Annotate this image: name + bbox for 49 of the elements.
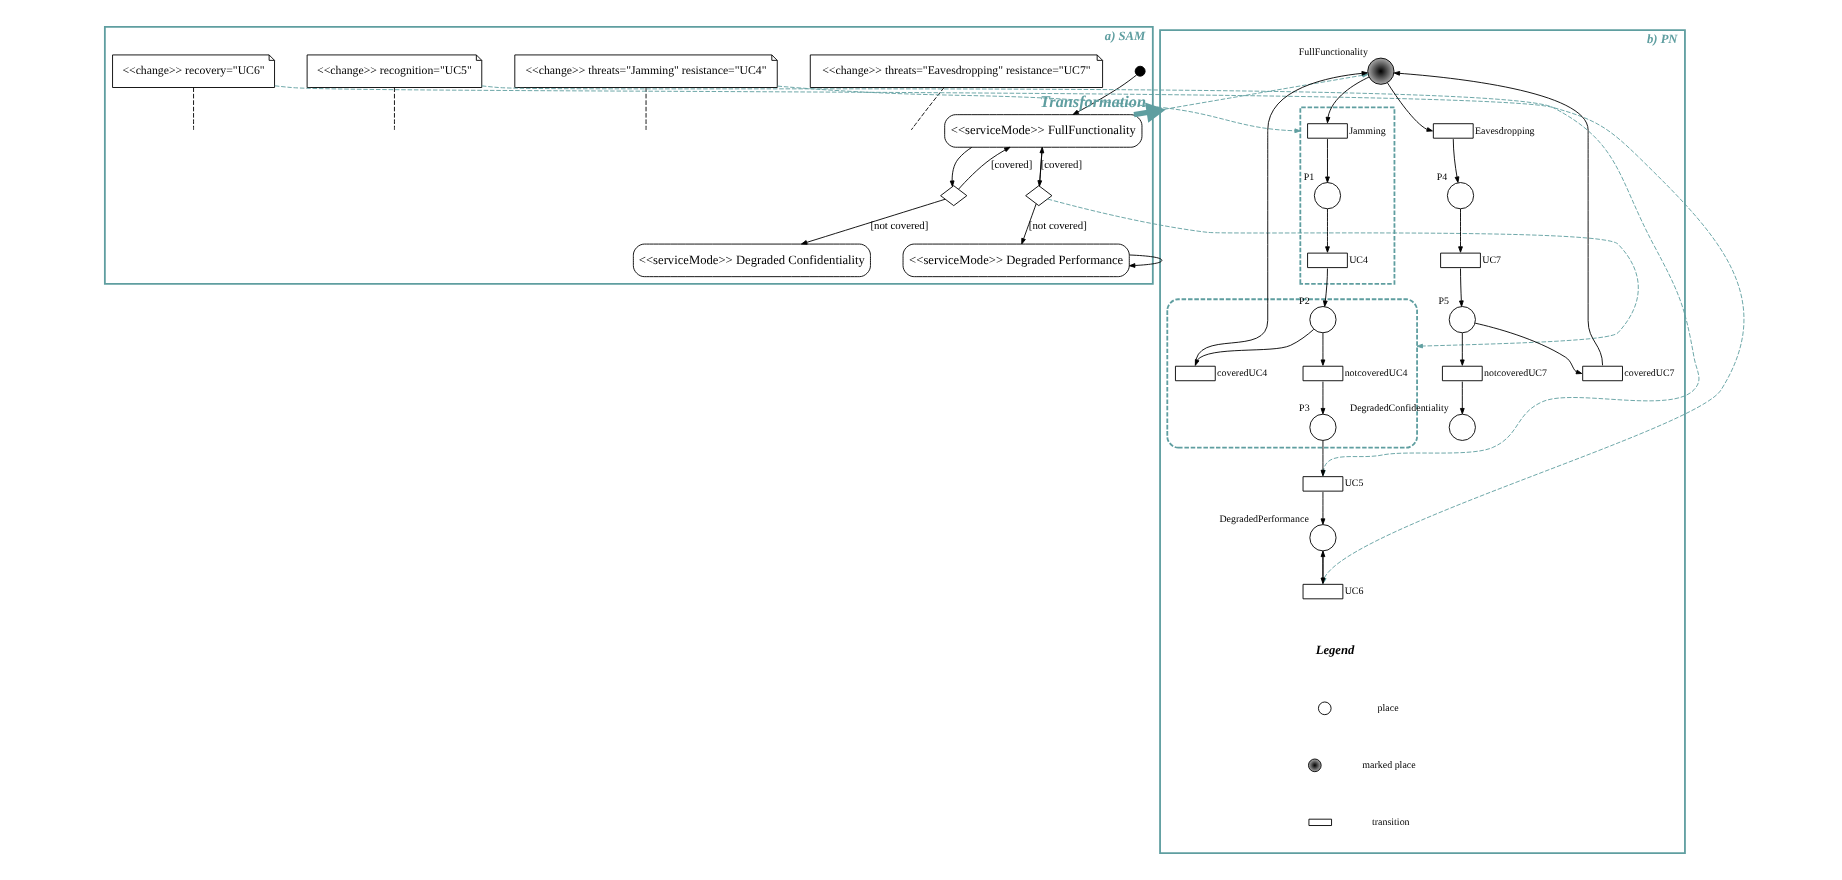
arrow — [1129, 254, 1163, 268]
node-bar — [1302, 476, 1344, 492]
node-bar — [1440, 252, 1481, 269]
arrow — [1458, 208, 1463, 253]
node-bar — [1175, 365, 1216, 382]
node-bar — [1302, 365, 1344, 382]
connector — [910, 87, 945, 131]
arrow — [1459, 268, 1464, 307]
node-bar — [1302, 583, 1344, 600]
arrow — [1021, 203, 1037, 245]
connector — [645, 87, 647, 131]
node-circle — [1448, 413, 1476, 441]
arrow — [1325, 138, 1330, 183]
arrow — [777, 85, 1301, 134]
node-bar — [1441, 365, 1483, 382]
arrow — [1325, 208, 1330, 253]
node-circle — [1313, 182, 1342, 210]
arrow — [1194, 328, 1315, 366]
arrow — [1393, 71, 1604, 366]
node-circle — [1446, 182, 1475, 210]
arrow — [1320, 491, 1326, 525]
node-circle — [1448, 306, 1476, 334]
node-diamond — [1025, 185, 1053, 207]
arrow — [1474, 322, 1583, 375]
node-circle — [1309, 306, 1337, 334]
arrow — [1047, 198, 1639, 349]
node-bar — [1307, 123, 1348, 139]
node-bar — [1582, 365, 1623, 382]
node-circle — [1309, 413, 1337, 441]
arrow — [1320, 332, 1326, 366]
node-diamond — [940, 185, 968, 207]
node-bar — [1307, 252, 1348, 269]
arrow — [1325, 76, 1370, 124]
cluster — [1299, 106, 1396, 285]
arrow — [1459, 381, 1465, 415]
arrow — [1320, 381, 1326, 415]
arrow — [1387, 82, 1433, 132]
arrow — [1459, 332, 1465, 366]
node-circle — [1134, 65, 1146, 77]
arrow — [1452, 138, 1460, 183]
node-circle — [1309, 524, 1337, 552]
arrow — [801, 198, 946, 245]
arrow — [958, 146, 1011, 190]
node-circle — [1367, 57, 1395, 85]
connector — [394, 87, 395, 131]
connector — [193, 87, 194, 131]
node-bar — [1432, 123, 1474, 139]
arrow — [949, 146, 973, 187]
arrow — [1323, 268, 1328, 307]
